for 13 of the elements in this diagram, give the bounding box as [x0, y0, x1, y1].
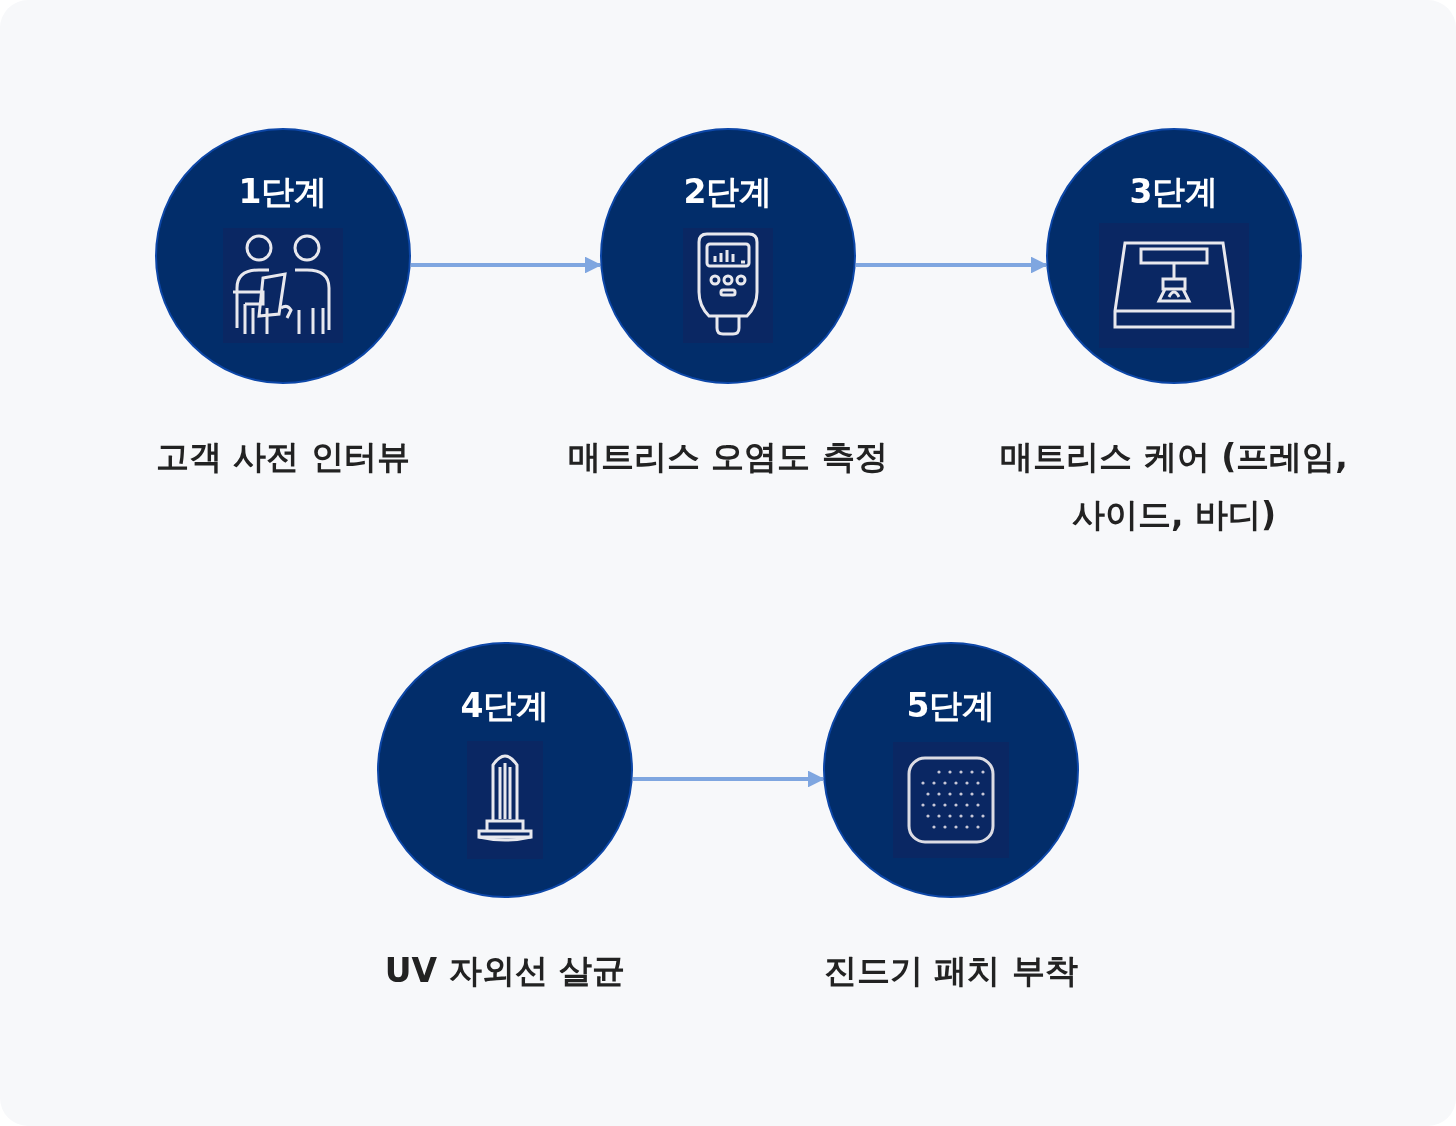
step-label: 3단계	[1129, 171, 1219, 213]
arrow	[411, 256, 602, 274]
step-label: 1단계	[238, 171, 328, 213]
step-caption: 진드기 패치 부착	[823, 950, 1079, 992]
step-caption: 매트리스 케어 (프레임, 사이드, 바디)	[999, 436, 1349, 536]
step-label: 5단계	[906, 685, 996, 727]
step-caption: UV 자외선 살균	[383, 950, 627, 992]
step-label: 2단계	[683, 171, 773, 213]
step-caption: 고객 사전 인터뷰	[155, 436, 411, 478]
step-caption: 매트리스 오염도 측정	[567, 436, 889, 478]
arrow	[856, 256, 1048, 274]
arrow	[633, 770, 825, 788]
step-label: 4단계	[460, 685, 550, 727]
